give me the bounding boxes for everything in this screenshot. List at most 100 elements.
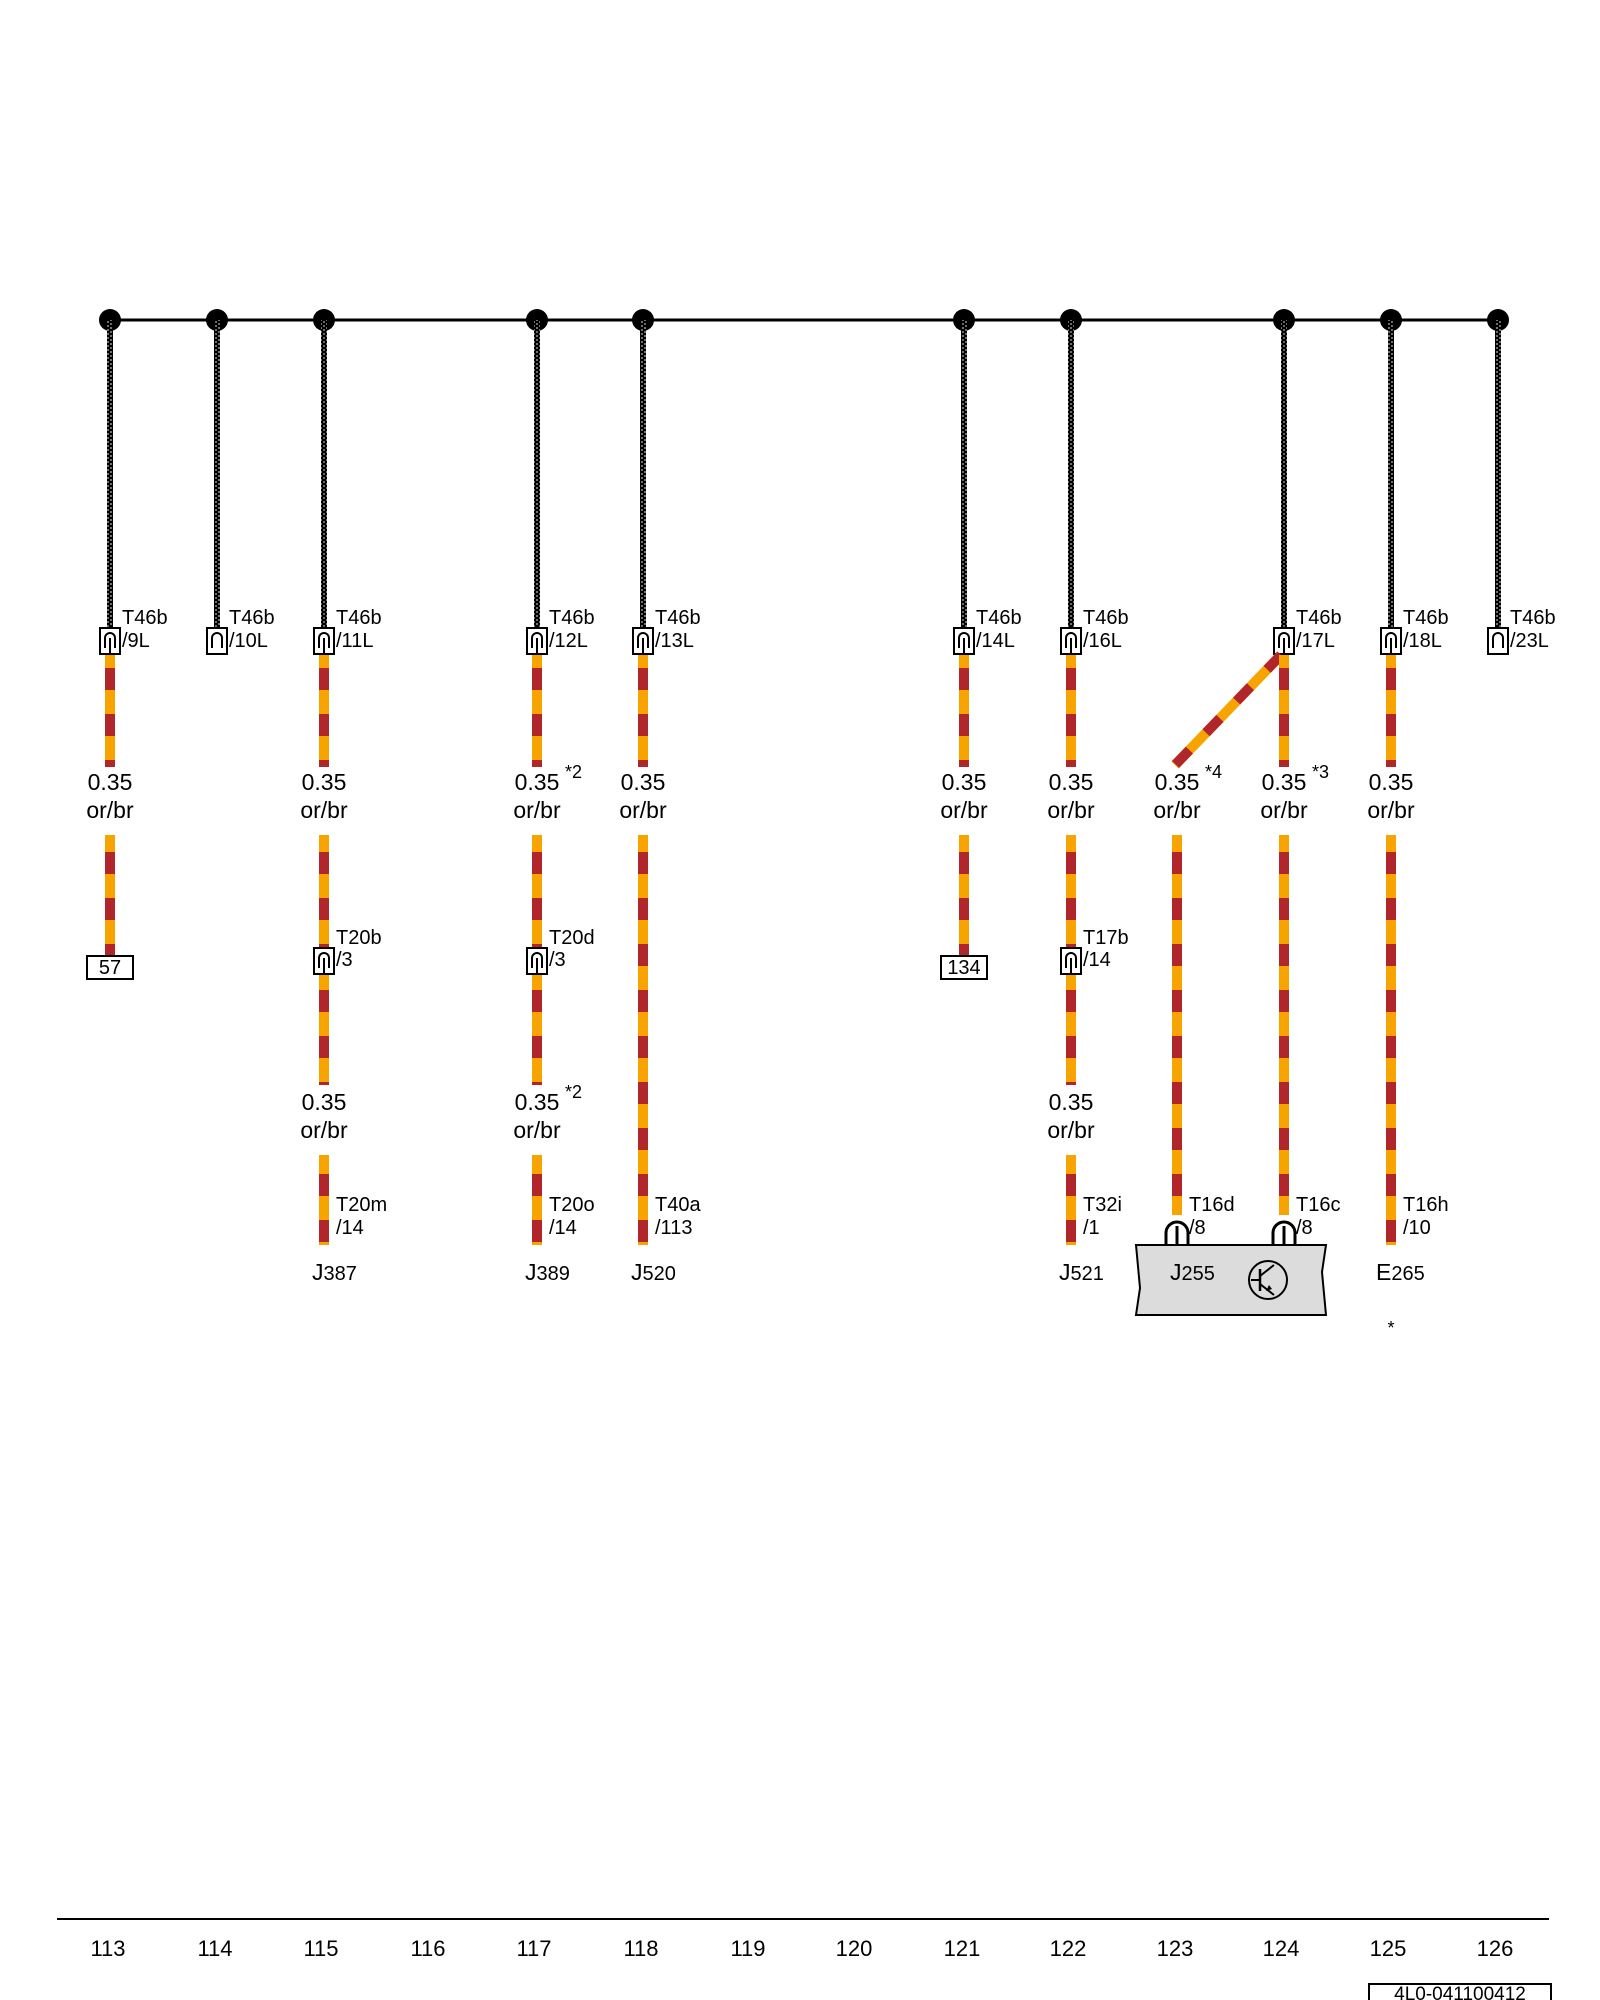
- connector-symbol: [313, 627, 335, 655]
- pin-number: /14: [549, 1217, 577, 1239]
- pin-name: T16d: [1189, 1194, 1235, 1216]
- connector-pin: /18L: [1403, 630, 1442, 652]
- wire-color-label: or/br: [1153, 797, 1201, 823]
- connector-pin: /12L: [549, 630, 588, 652]
- wire-color-label: or/br: [513, 797, 561, 823]
- pin-name: T32i: [1083, 1194, 1122, 1216]
- pin-name: T40a: [655, 1194, 701, 1216]
- wire-size-label: 0.35: [1049, 769, 1094, 795]
- wire-segment: [959, 835, 969, 955]
- track-numbers: 113 114 115 116 117 118 119 120 121 122 …: [90, 1936, 1513, 1961]
- track-number: 122: [1050, 1936, 1087, 1961]
- connector-symbol: [1380, 627, 1402, 655]
- track-number: 114: [197, 1936, 232, 1961]
- pin-number: /113: [655, 1217, 692, 1239]
- wire-color-label: or/br: [86, 797, 134, 823]
- wire-color-label: or/br: [1260, 797, 1308, 823]
- pin-name: T16c: [1296, 1194, 1340, 1216]
- connector-symbol: [313, 947, 335, 975]
- component-label: J389: [525, 1259, 570, 1285]
- connector-name: T46b: [229, 607, 275, 629]
- pin-number: /14: [336, 1217, 364, 1239]
- wire-segment: [319, 1155, 329, 1245]
- wire-color-label: or/br: [1367, 797, 1415, 823]
- document-id: 4L0-041100412: [1394, 1984, 1526, 2000]
- track-number: 126: [1477, 1936, 1514, 1961]
- wire-color-label: or/br: [1047, 1117, 1095, 1143]
- track-number: 117: [516, 1936, 551, 1961]
- connector-symbol: [526, 627, 548, 655]
- connector-name: T46b: [336, 607, 382, 629]
- top-connectors: [99, 627, 1509, 655]
- wire-segment: [959, 655, 969, 767]
- pin-number: /1: [1083, 1217, 1100, 1239]
- connector-pin: /16L: [1083, 630, 1122, 652]
- connection-boxes: 57 134: [86, 955, 988, 980]
- track-number: 113: [90, 1936, 125, 1961]
- twisted-drop-wire: [1495, 320, 1501, 628]
- top-connector-labels: T46b /9L T46b /10L T46b /11L T46b /12L T…: [122, 607, 1556, 652]
- track-number: 115: [303, 1936, 338, 1961]
- wire-segment: [105, 835, 115, 955]
- wire-size-label: 0.35: [1262, 769, 1307, 795]
- connector-name: T46b: [1296, 607, 1342, 629]
- connector-symbol: [206, 627, 228, 655]
- wire-segment: [1386, 835, 1396, 1245]
- twisted-drop-wire: [1281, 320, 1287, 628]
- control-unit-box: [1134, 1244, 1328, 1316]
- twisted-drop-wire: [961, 320, 967, 628]
- connector-pin: /9L: [122, 630, 150, 652]
- connector-pin: /14: [1083, 949, 1111, 971]
- wire-segment: [532, 655, 542, 767]
- track-number: 119: [730, 1936, 765, 1961]
- track-number: 118: [623, 1936, 658, 1961]
- wire-size-label: 0.35: [302, 1089, 347, 1115]
- component-label: J521: [1059, 1259, 1104, 1285]
- wire-segment: [1279, 835, 1289, 1215]
- track-number: 116: [410, 1936, 445, 1961]
- connector-symbol: [1060, 947, 1082, 975]
- wire-segment: [319, 655, 329, 767]
- connector-pin: /3: [549, 949, 566, 971]
- connector-name: T17b: [1083, 927, 1129, 949]
- wire-size-label: 0.35: [1369, 769, 1414, 795]
- wire-segment: [1066, 1155, 1076, 1245]
- connector-pin: /23L: [1510, 630, 1549, 652]
- component-label: J255: [1170, 1259, 1215, 1285]
- component-labels: J387 J389 J520 J521 J255 E265 *: [312, 1259, 1425, 1338]
- twisted-drop-wire: [1388, 320, 1394, 628]
- twisted-drop-wires: [107, 320, 1501, 628]
- connector-name: T46b: [655, 607, 701, 629]
- component-label: E265: [1376, 1259, 1425, 1285]
- connection-box: [940, 955, 988, 980]
- track-number: 123: [1157, 1936, 1194, 1961]
- connector-name: T20b: [336, 927, 382, 949]
- connector-pin: /10L: [229, 630, 268, 652]
- wire-segment-diagonal: [1171, 651, 1285, 769]
- twisted-drop-wire: [321, 320, 327, 628]
- connector-symbol: [99, 627, 121, 655]
- footnote-marker: *3: [1312, 762, 1329, 782]
- track-number: 121: [944, 1936, 981, 1961]
- track-number: 125: [1370, 1936, 1407, 1961]
- twisted-drop-wire: [1068, 320, 1074, 628]
- wire-segment: [1279, 655, 1289, 767]
- transistor-icon: [1248, 1260, 1288, 1300]
- twisted-drop-wire: [534, 320, 540, 628]
- connector-symbol: [1487, 627, 1509, 655]
- pin-contact: [1271, 1220, 1297, 1245]
- wire-size-label: 0.35: [942, 769, 987, 795]
- twisted-drop-wire: [640, 320, 646, 628]
- wire-segment: [1172, 835, 1182, 1215]
- connector-name: T46b: [549, 607, 595, 629]
- track-number: 124: [1263, 1936, 1300, 1961]
- component-label: J387: [312, 1259, 357, 1285]
- wire-segment: [638, 655, 648, 767]
- connector-pin: /13L: [655, 630, 694, 652]
- wire-size-label: 0.35: [515, 769, 560, 795]
- pin-name: T16h: [1403, 1194, 1449, 1216]
- connector-name: T46b: [976, 607, 1022, 629]
- pin-contact: [1164, 1220, 1190, 1245]
- wire-size-label: 0.35: [1049, 1089, 1094, 1115]
